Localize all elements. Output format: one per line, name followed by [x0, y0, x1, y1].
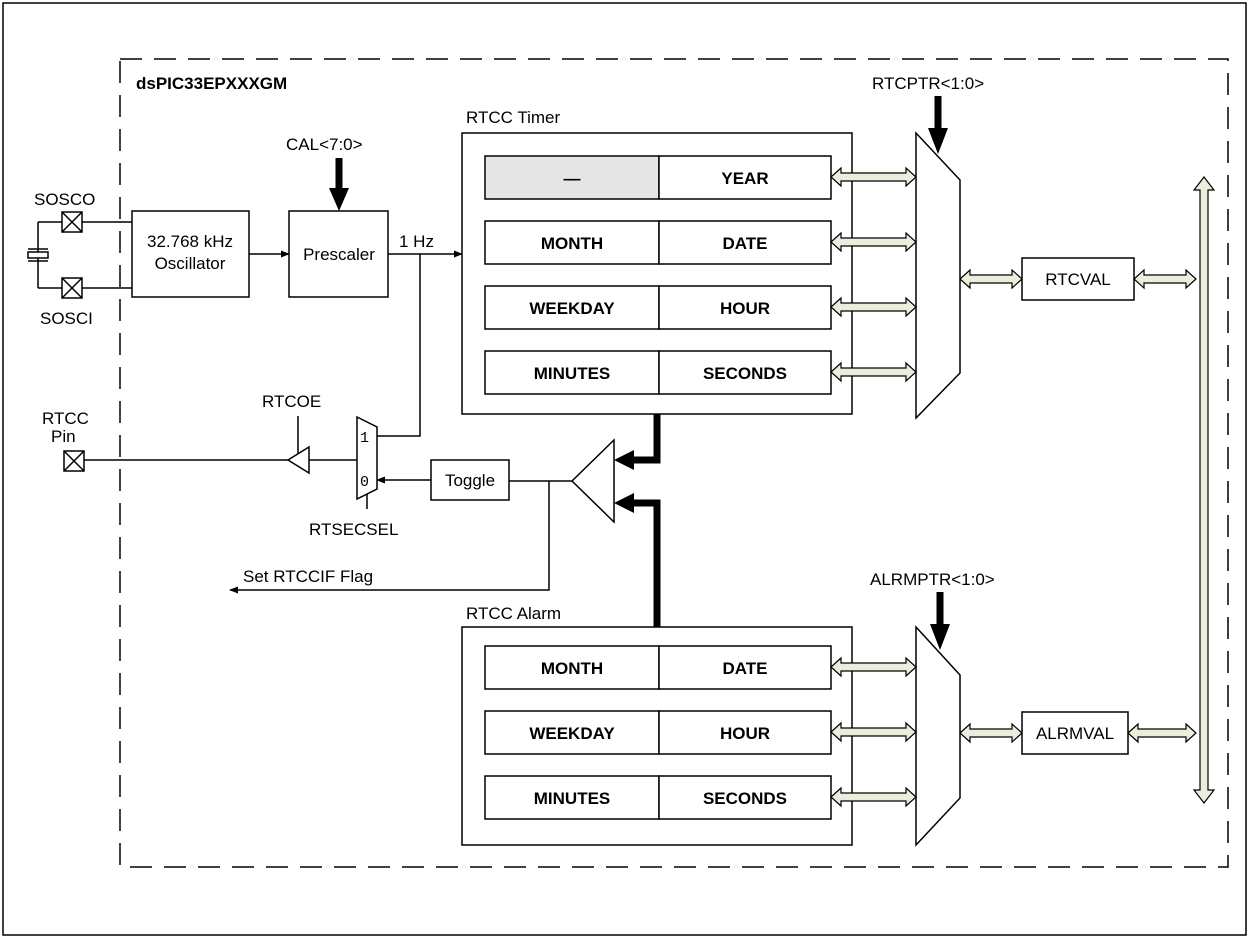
bus-rtcval-to-databus — [1133, 268, 1197, 290]
timer-to-comparator-bus — [614, 414, 661, 470]
alarm-row-right-label: HOUR — [720, 724, 770, 743]
mux-input-0: 0 — [360, 474, 369, 491]
comparator — [570, 438, 615, 524]
device-boundary — [119, 58, 1229, 868]
mux-input-1: 1 — [360, 430, 369, 447]
oscillator-block — [131, 210, 250, 298]
timer-rows: —YEAR11MONTHDATE10WEEKDAYHOUR01MINUTESSE… — [484, 155, 940, 395]
output-mux — [356, 415, 378, 501]
timer-row-left-cell — [484, 155, 660, 200]
timer-register-row: MONTHDATE10 — [484, 220, 940, 265]
bus-mux-to-alrmval — [959, 722, 1023, 744]
alrmptr-thick-arrow — [930, 592, 950, 650]
timer-row-right-cell — [658, 350, 832, 395]
rtsecsel-label: RTSECSEL — [309, 520, 398, 539]
timer-register-row: —YEAR11 — [484, 155, 940, 200]
timer-title: RTCC Timer — [466, 108, 560, 127]
alarm-row-left-cell — [484, 710, 660, 755]
timer-register-row: MINUTESSECONDS00 — [484, 350, 940, 395]
flag-label: Set RTCCIF Flag — [243, 567, 373, 586]
cal-thick-arrow — [329, 158, 349, 211]
alarm-register-row: MONTHDATE10 — [484, 645, 940, 690]
alarm-register-row: MINUTESSECONDS00 — [484, 775, 940, 820]
alarm-row-right-cell — [658, 775, 832, 820]
alarm-mux — [915, 625, 961, 847]
rtcptr-label: RTCPTR<1:0> — [872, 74, 984, 93]
timer-row-right-label: HOUR — [720, 299, 770, 318]
alarm-title: RTCC Alarm — [466, 604, 561, 623]
cal-label: CAL<7:0> — [286, 135, 363, 154]
timer-row-left-label: WEEKDAY — [529, 299, 615, 318]
oscillator-label-line2: Oscillator — [155, 254, 226, 273]
rtcval-label: RTCVAL — [1045, 270, 1111, 289]
sosci-label: SOSCI — [40, 309, 93, 328]
device-label: dsPIC33EPXXXGM — [136, 74, 287, 93]
alarm-row-right-cell — [658, 645, 832, 690]
toggle-block — [430, 459, 510, 501]
timer-row-right-label: DATE — [722, 234, 767, 253]
timer-row-left-cell — [484, 220, 660, 265]
rtcptr-thick-arrow — [928, 96, 948, 154]
alarm-row-left-label: WEEKDAY — [529, 724, 615, 743]
prescaler-label: Prescaler — [303, 245, 375, 264]
alarm-register-row: WEEKDAYHOUR01 — [484, 710, 940, 755]
alrmval-label: ALRMVAL — [1036, 724, 1114, 743]
sosco-pin — [61, 211, 83, 233]
data-bus — [1192, 176, 1216, 804]
alarm-row-left-label: MINUTES — [534, 789, 611, 808]
rtcc-pin-label-line2: Pin — [51, 427, 76, 446]
alarm-row-right-label: SECONDS — [703, 789, 787, 808]
alarm-to-comparator-bus — [614, 493, 661, 627]
timer-row-right-cell — [658, 285, 832, 330]
rtcc-pin — [63, 450, 85, 472]
timer-register-row: WEEKDAYHOUR01 — [484, 285, 940, 330]
one-hz-label: 1 Hz — [399, 232, 434, 251]
rtcval-register — [1021, 257, 1135, 301]
timer-row-left-cell — [484, 285, 660, 330]
alrmptr-label: ALRMPTR<1:0> — [870, 570, 995, 589]
alarm-row-left-label: MONTH — [541, 659, 603, 678]
sosci-pin — [61, 277, 83, 299]
crystal-symbol — [27, 221, 62, 289]
rtcoe-label: RTCOE — [262, 392, 321, 411]
timer-row-left-label: — — [564, 169, 581, 188]
toggle-label: Toggle — [445, 471, 495, 490]
prescaler-block — [288, 210, 389, 298]
bus-alrmval-to-databus — [1127, 722, 1197, 744]
timer-row-right-label: YEAR — [721, 169, 768, 188]
alarm-row-right-label: DATE — [722, 659, 767, 678]
alarm-rows: MONTHDATE10WEEKDAYHOUR01MINUTESSECONDS00 — [484, 645, 940, 820]
timer-row-left-label: MINUTES — [534, 364, 611, 383]
bus-mux-to-rtcval — [959, 268, 1023, 290]
rtcc-pin-label-line1: RTCC — [42, 409, 89, 428]
timer-row-right-cell — [658, 155, 832, 200]
timer-row-right-label: SECONDS — [703, 364, 787, 383]
sosco-label: SOSCO — [34, 190, 95, 209]
alarm-row-left-cell — [484, 645, 660, 690]
oscillator-label-line1: 32.768 kHz — [147, 232, 233, 251]
alarm-row-left-cell — [484, 775, 660, 820]
timer-row-left-cell — [484, 350, 660, 395]
timer-mux — [915, 131, 961, 420]
timer-row-left-label: MONTH — [541, 234, 603, 253]
